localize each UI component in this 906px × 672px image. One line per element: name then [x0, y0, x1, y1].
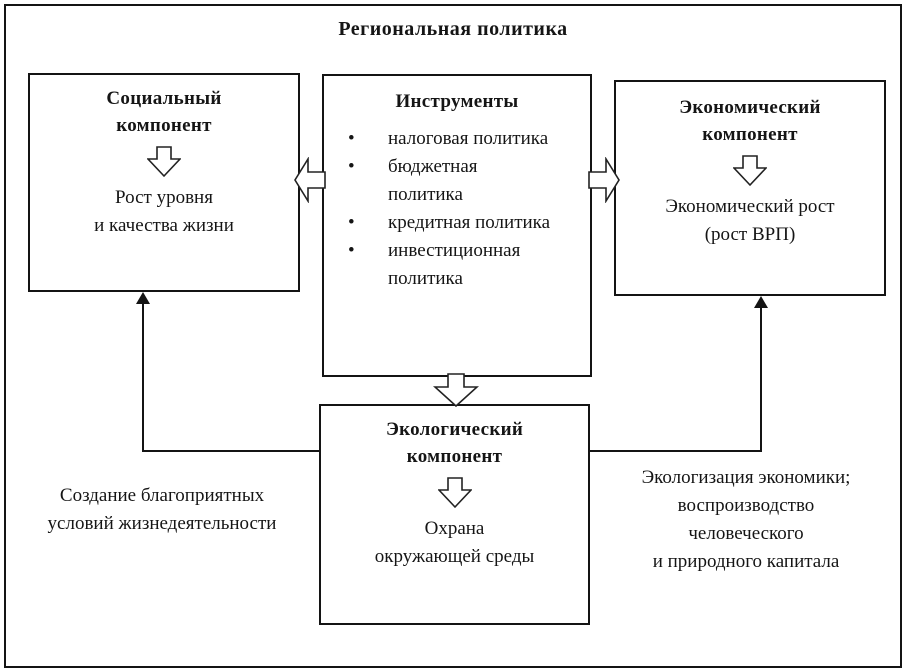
- economic-body: Экономический рост (рост ВРП): [665, 196, 835, 245]
- bullet-icon: •: [348, 128, 355, 149]
- social-heading: Социальный компонент: [106, 88, 222, 136]
- list-item: • инвестиционная политика: [324, 237, 590, 293]
- ecological-body: Охрана окружающей среды: [374, 518, 535, 567]
- connector-line-right-vertical: [760, 307, 762, 452]
- block-arrow-down-icon: [433, 373, 479, 407]
- hollow-down-arrow-icon: [437, 477, 472, 509]
- list-item: • бюджетная политика: [324, 153, 590, 209]
- up-arrowhead-icon: [136, 292, 150, 304]
- connector-line-left-horizontal: [142, 450, 320, 452]
- block-arrow-right-icon: [588, 157, 620, 203]
- instruments-heading: Инструменты: [395, 91, 519, 112]
- list-item-label: налоговая политика: [388, 128, 549, 149]
- list-item-label: кредитная политика: [388, 212, 551, 233]
- up-arrowhead-icon: [754, 296, 768, 308]
- list-item: • кредитная политика: [324, 209, 590, 237]
- list-item: • налоговая политика: [324, 125, 590, 153]
- social-body: Рост уровня и качества жизни: [94, 187, 234, 236]
- instruments-box: Инструменты • налоговая политика • бюдже…: [322, 74, 592, 377]
- social-component-box: Социальный компонент Рост уровня и качес…: [28, 73, 300, 292]
- bullet-icon: •: [348, 240, 355, 261]
- block-arrow-left-icon: [294, 157, 326, 203]
- instruments-list: • налоговая политика • бюджетная политик…: [324, 125, 590, 293]
- list-item-label: инвестиционная политика: [388, 240, 521, 289]
- outer-border: [4, 4, 902, 668]
- connector-line-right-horizontal: [589, 450, 762, 452]
- hollow-down-arrow-icon: [733, 155, 767, 187]
- connector-line-left-vertical: [142, 303, 144, 452]
- economic-component-box: Экономический компонент Экономический ро…: [614, 80, 886, 296]
- diagram-title: Региональная политика: [338, 18, 568, 40]
- economic-heading: Экономический компонент: [679, 97, 821, 145]
- annotation-right: Экологизация экономики; воспроизводство …: [641, 467, 851, 572]
- annotation-left: Создание благоприятных условий жизнедеят…: [47, 485, 277, 534]
- bullet-icon: •: [348, 156, 355, 177]
- bullet-icon: •: [348, 212, 355, 233]
- ecological-heading: Экологический компонент: [385, 419, 524, 467]
- list-item-label: бюджетная политика: [388, 156, 478, 205]
- ecological-component-box: Экологический компонент Охрана окружающе…: [319, 404, 590, 625]
- hollow-down-arrow-icon: [147, 146, 181, 178]
